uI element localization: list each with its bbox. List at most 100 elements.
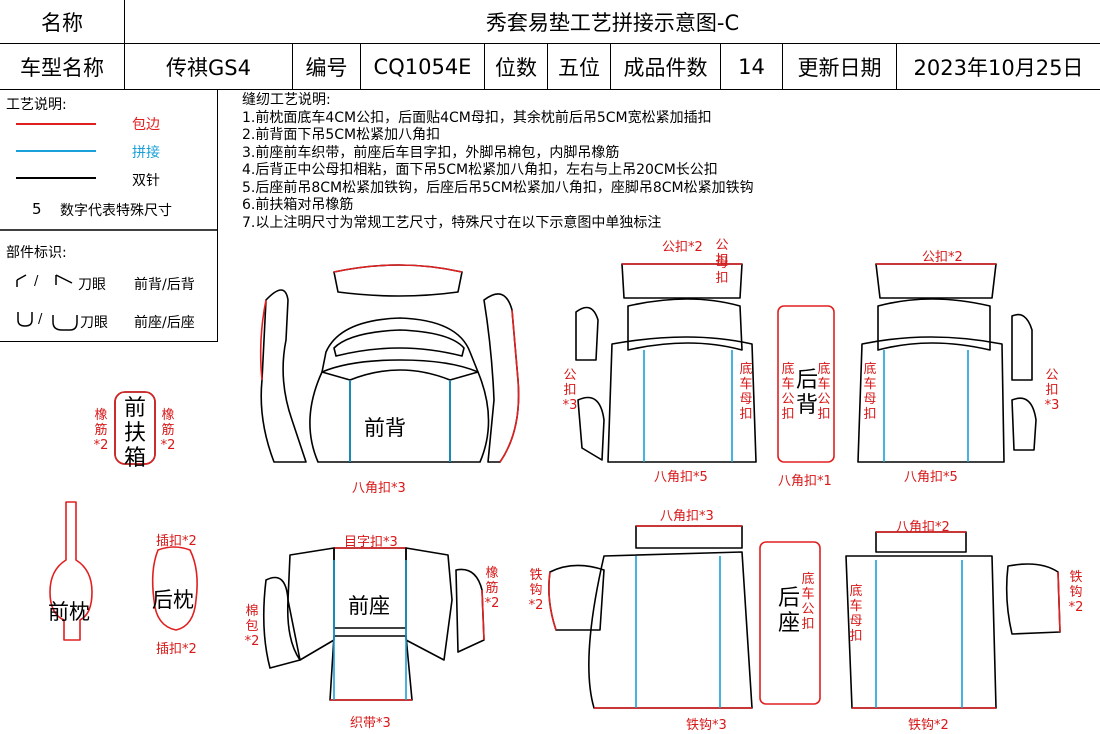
- rear-back-right-panel: [857, 336, 1005, 463]
- notch-back-icon-a: [16, 274, 27, 287]
- annot-front-seat-rubber: 橡筋*2: [484, 566, 500, 611]
- code-label: 编号: [293, 44, 361, 90]
- annot-front-seat-cotton: 棉包*2: [244, 604, 260, 649]
- rear-seat-center-strip: [759, 541, 821, 705]
- legend-title: 工艺说明:: [6, 97, 67, 113]
- front-seat-left-bolster: [286, 547, 335, 661]
- annot-rear-back-base-male: 底车公扣: [781, 362, 795, 422]
- notch-mark-1-text: 刀眼: [78, 277, 106, 293]
- sewing-notes-title: 缝纫工艺说明:: [242, 92, 331, 108]
- legend-box: 工艺说明: 包边 拼接 双针 5 数字代表特殊尺寸 部件标识: / 刀眼 前背/…: [0, 90, 218, 342]
- annot-rear-head-clip-top: 插扣*2: [156, 534, 197, 549]
- seat-count-value: 五位: [548, 44, 611, 90]
- notch-back-icon-b: [55, 274, 73, 285]
- annot-rear-back-male-right-side: 公扣*3: [1044, 368, 1060, 413]
- part-rear-back: 后背: [795, 368, 818, 418]
- slash-sep-2: /: [38, 312, 43, 327]
- piece-count-label: 成品件数: [611, 44, 721, 90]
- front-seat-front-panel: [329, 635, 413, 701]
- piece-count-value: 14: [721, 44, 783, 90]
- car-model-label: 车型名称: [0, 44, 125, 90]
- rear-back-center-strip: [777, 305, 835, 463]
- seat-count-label: 位数: [485, 44, 548, 90]
- notch-mark-2-text: 刀眼: [80, 315, 108, 331]
- annot-rear-seat-hook-2-bottom: 铁钩*2: [908, 718, 949, 733]
- note-4: 4.后背正中公母扣相粘，面下吊5CM松紧加八角扣，左右与上吊20CM长公扣: [242, 162, 718, 178]
- name-label: 名称: [0, 0, 125, 44]
- front-back-side-left: [309, 371, 351, 463]
- annot-armrest-rubber-right: 橡筋*2: [160, 408, 176, 453]
- rear-seat-right-flap: [1005, 563, 1061, 635]
- annot-rear-back-female-small: 母扣: [715, 256, 729, 286]
- annot-rear-seat-octagon-2: 八角扣*2: [896, 520, 950, 535]
- annot-rear-back-male-left: 公扣*2: [662, 240, 703, 255]
- code-value: CQ1054E: [361, 44, 485, 90]
- annot-rear-back-male-left-side: 公扣*3: [562, 368, 578, 413]
- front-back-left-strip: [260, 289, 307, 463]
- update-date-value: 2023年10月25日: [913, 56, 1084, 80]
- annot-rear-back-base-male-2: 底车公扣: [817, 362, 831, 422]
- annot-rear-seat-hook-right: 铁钩*2: [1068, 570, 1084, 615]
- front-back-headrest-arch: [321, 317, 479, 373]
- part-front-headrest: 前枕: [48, 600, 90, 624]
- annot-rear-back-octagon-1: 八角扣*1: [778, 474, 832, 489]
- front-headrest-piece: [49, 501, 93, 641]
- annot-rear-seat-base-male: 底车公扣: [801, 572, 815, 632]
- annot-armrest-rubber-left: 橡筋*2: [93, 408, 109, 453]
- page-title: 秀套易垫工艺拼接示意图-C: [485, 11, 740, 35]
- notch-mark-1-meaning: 前背/后背: [134, 277, 195, 293]
- note-5: 5.后座前吊8CM松紧加铁钩，后座后吊5CM松紧加八角扣，座脚吊8CM松紧加铁钩: [242, 179, 754, 196]
- legend-label-joint: 拼接: [132, 145, 160, 161]
- notch-seat-icon-a: [17, 312, 33, 327]
- legend-size-text: 数字代表特殊尺寸: [60, 203, 172, 219]
- annot-front-seat-eye-clip: 目字扣*3: [344, 535, 398, 550]
- annot-rear-seat-base-female: 底车母扣: [849, 584, 863, 644]
- annot-rear-back-male-female: 公扣: [715, 238, 729, 268]
- annot-rear-head-clip-bottom: 插扣*2: [156, 642, 197, 657]
- rear-headrest-piece: [151, 546, 198, 631]
- part-rear-seat: 后座: [777, 586, 800, 636]
- note-1: 1.前枕面底车4CM公扣，后面贴4CM母扣，其余枕前后吊5CM宽松紧加插扣: [242, 109, 712, 126]
- part-rear-headrest: 后枕: [152, 588, 194, 612]
- notch-mark-2-meaning: 前座/后座: [134, 315, 195, 331]
- notch-seat-icon-b: [52, 315, 78, 331]
- rear-seat-top-strip-right: [875, 531, 967, 553]
- note-3: 3.前座前车织带，前座后车目字扣，外脚吊棉包，内脚吊橡筋: [242, 144, 620, 161]
- rear-back-top-strip-right: [875, 263, 997, 299]
- parts-legend-title: 部件标识:: [6, 245, 67, 261]
- rear-seat-top-strip-left: [635, 525, 743, 549]
- legend-label-double-needle: 双针: [132, 173, 160, 189]
- annot-rear-back-octagon-5-right: 八角扣*5: [904, 470, 958, 485]
- sewing-notes: 缝纫工艺说明: 1.前枕面底车4CM公扣，后面贴4CM母扣，其余枕前后吊5CM宽…: [242, 92, 754, 232]
- rear-seat-right-panel: [845, 555, 997, 709]
- front-back-side-right: [449, 371, 490, 463]
- rear-seat-left-panel: [588, 551, 753, 709]
- annot-rear-back-base-female-left: 底车母扣: [739, 362, 753, 422]
- note-7: 7.以上注明尺寸为常规工艺尺寸，特殊尺寸在以下示意图中单独标注: [242, 214, 662, 231]
- update-date-label: 更新日期: [783, 44, 897, 90]
- annot-rear-seat-hook-left: 铁钩*2: [528, 568, 544, 613]
- front-seat-left-flap: [262, 576, 301, 669]
- car-model-value: 传祺GS4: [125, 44, 293, 90]
- annot-front-seat-webbing: 织带*3: [350, 716, 391, 731]
- annot-rear-back-octagon-5-left: 八角扣*5: [654, 470, 708, 485]
- annot-rear-seat-octagon-3: 八角扣*3: [660, 509, 714, 524]
- front-back-top-piece: [333, 264, 463, 297]
- rear-back-left-wing: [575, 306, 599, 361]
- part-front-back: 前背: [364, 416, 406, 440]
- legend-label-hem: 包边: [132, 117, 160, 133]
- front-seat-right-bolster: [405, 547, 453, 661]
- legend-line-swatches: [0, 123, 218, 331]
- annot-rear-back-base-female-right: 底车母扣: [863, 362, 877, 422]
- slash-sep-1: /: [34, 274, 39, 289]
- annot-front-back-octagon: 八角扣*3: [352, 481, 406, 496]
- legend-size-number: 5: [32, 200, 42, 218]
- header-row-2: 车型名称 传祺GS4 编号 CQ1054E 位数 五位 成品件数 14 更新日期…: [0, 44, 1100, 90]
- part-armrest: 前扶箱: [123, 396, 146, 471]
- header-row-1: 名称 秀套易垫工艺拼接示意图-C: [0, 0, 1100, 44]
- rear-back-upper-left: [627, 298, 743, 351]
- annot-rear-seat-hook-3: 铁钩*3: [686, 718, 727, 733]
- note-6: 6.前扶箱对吊橡筋: [242, 197, 354, 213]
- annot-rear-back-male-right: 公扣*2: [922, 250, 963, 265]
- part-front-seat: 前座: [348, 594, 390, 618]
